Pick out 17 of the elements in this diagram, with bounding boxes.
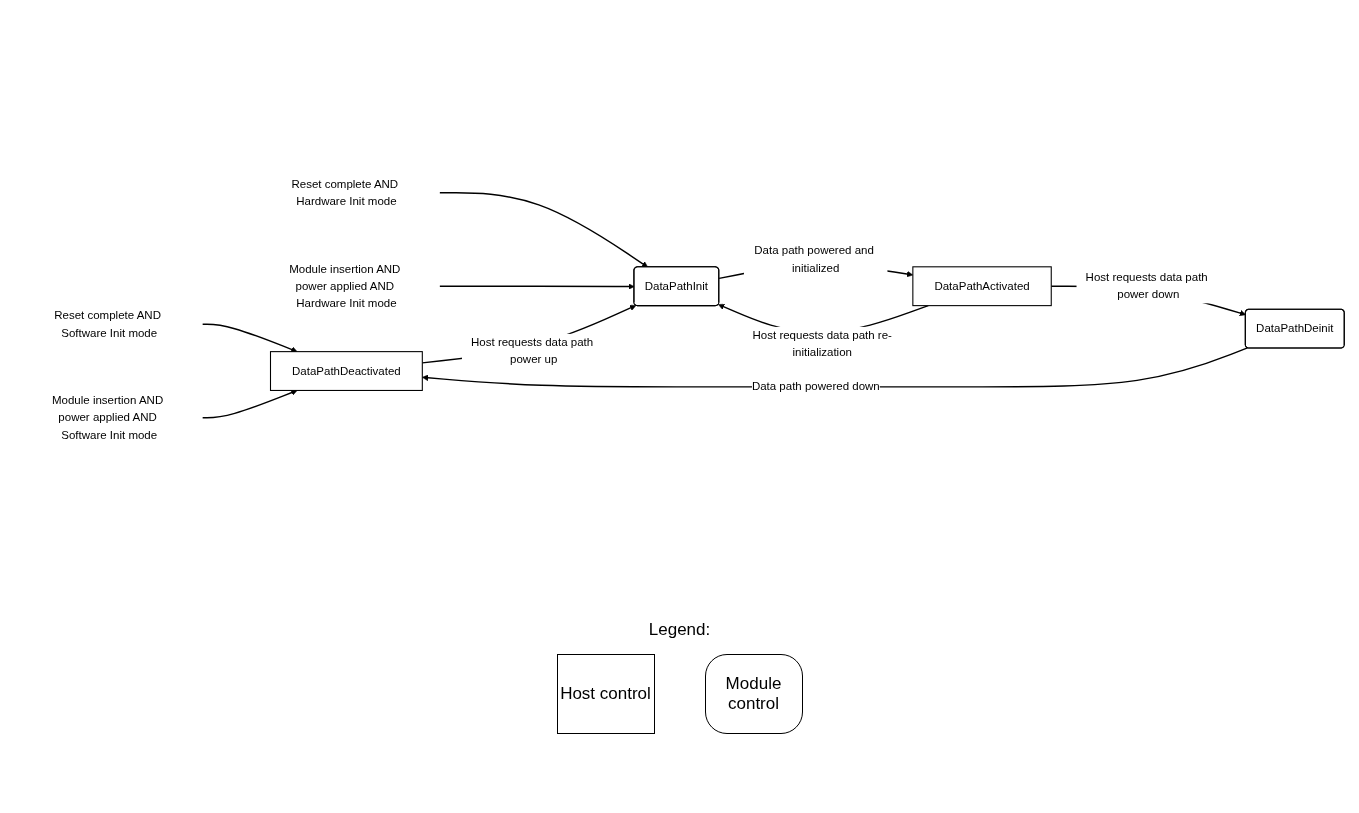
legend-sample: Host control (556, 654, 655, 734)
node-box: DataPathDeactivated (269, 351, 423, 392)
node-box: DataPathActivated (911, 266, 1052, 307)
legend-sample: Module control (704, 654, 803, 734)
arrow (201, 390, 297, 419)
legend-heading: Legend: (648, 620, 711, 639)
edge-label: Data path powered and initialized (753, 244, 874, 275)
node-text: Reset complete AND Hardware Init mode (290, 178, 398, 208)
edge-label: Data path powered down (751, 380, 880, 394)
arrow (201, 324, 297, 353)
node-text: Module insertion AND power applied AND Hardware Init mode (288, 262, 400, 310)
edge-label: Host requests data path power down (1085, 271, 1208, 302)
node-text: Module insertion AND power applied AND Software Init mode (51, 394, 163, 442)
edge-label: Host requests data path power up (470, 336, 593, 366)
arrow (438, 192, 648, 268)
edge-label: Host requests data path re-initialization (752, 329, 892, 359)
node-text: Reset complete AND Software Init mode (53, 309, 161, 340)
